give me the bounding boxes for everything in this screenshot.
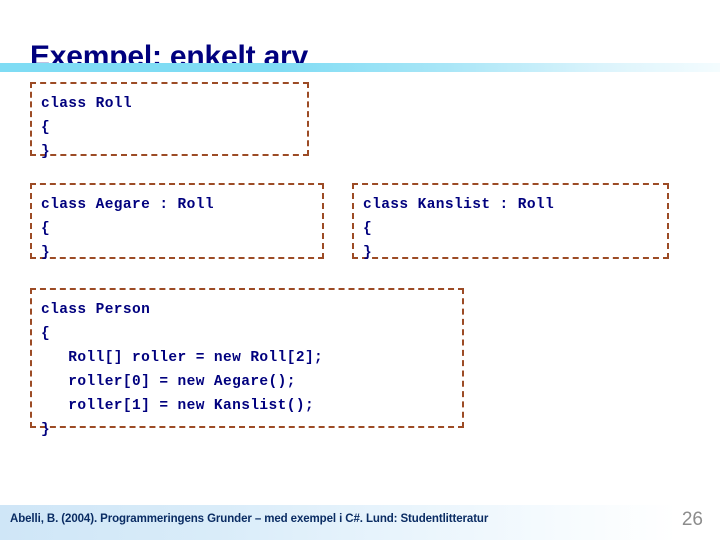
footer-bar: [0, 505, 720, 540]
page-number: 26: [681, 509, 703, 530]
code-snippet-class-aegare: class Aegare : Roll { }: [41, 197, 214, 261]
code-box-class-aegare: class Aegare : Roll { }: [30, 183, 324, 261]
title-divider: [0, 63, 720, 72]
code-snippet-class-person: class Person { Roll[] roller = new Roll[…: [41, 302, 324, 438]
code-box-class-kanslist: class Kanslist : Roll { }: [352, 183, 669, 261]
footer-citation: Abelli, B. (2004). Programmeringens Grun…: [10, 513, 489, 525]
code-snippet-class-roll: class Roll { }: [41, 96, 133, 160]
code-box-class-person: class Person { Roll[] roller = new Roll[…: [30, 288, 464, 438]
code-box-class-roll: class Roll { }: [30, 82, 309, 160]
code-snippet-class-kanslist: class Kanslist : Roll { }: [363, 197, 555, 261]
